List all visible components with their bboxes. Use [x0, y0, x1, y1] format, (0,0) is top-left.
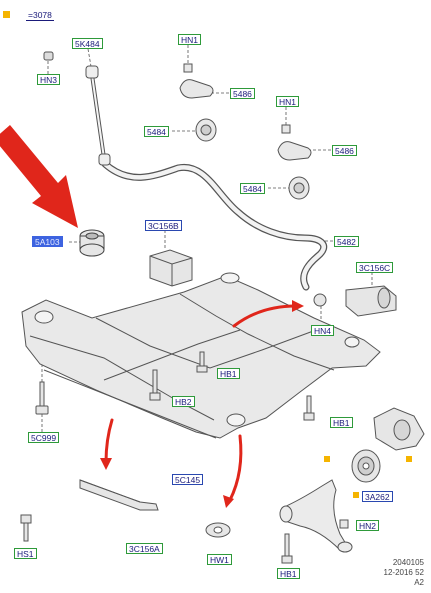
callout-5482[interactable]: 5482	[334, 236, 359, 247]
stamp-line3: A2	[414, 578, 424, 587]
bushing-3c156c	[313, 285, 397, 317]
bushing-clamp-right	[277, 124, 312, 200]
callout-5c145[interactable]: 5C145	[172, 474, 204, 485]
callout-hn1-top[interactable]: HN1	[178, 34, 202, 45]
stamp-line1: 2040105	[392, 558, 424, 567]
callout-hn1-right[interactable]: HN1	[276, 96, 300, 107]
callout-5486-b[interactable]: 5486	[332, 145, 357, 156]
callout-hs1[interactable]: HS1	[14, 548, 37, 559]
bolt-5c999	[35, 381, 49, 415]
mount-upper-right	[373, 407, 425, 451]
mount-3c156b	[149, 249, 193, 287]
nut-icon-hn3	[43, 51, 54, 61]
control-arm	[279, 479, 353, 553]
callout-5c999[interactable]: 5C999	[28, 432, 60, 443]
stabilizer-link	[85, 65, 111, 166]
bolt-hb1-bottom	[281, 533, 293, 564]
legend-marker-icon	[3, 11, 10, 18]
bolt-hs1	[20, 514, 32, 542]
stamp-line2: 12-2016 52	[383, 568, 424, 577]
callout-5484-a[interactable]: 5484	[144, 126, 169, 137]
nut-hn2	[339, 519, 349, 529]
arrow-heads	[100, 300, 304, 508]
callout-3c156c[interactable]: 3C156C	[356, 262, 394, 273]
legend-label: =3078	[26, 10, 54, 21]
pointer-arrow	[0, 125, 78, 228]
callout-hw1[interactable]: HW1	[207, 554, 232, 565]
callout-hn4[interactable]: HN4	[311, 325, 335, 336]
callout-5486-a[interactable]: 5486	[230, 88, 255, 99]
marker-icon	[324, 456, 330, 462]
callout-3c156a[interactable]: 3C156A	[126, 543, 163, 554]
bushing-3a262	[351, 449, 381, 483]
callout-hn3[interactable]: HN3	[37, 74, 61, 85]
callout-hb1-bottom[interactable]: HB1	[277, 568, 300, 579]
callout-5a103[interactable]: 5A103	[32, 236, 63, 247]
washer-hw1	[205, 522, 231, 538]
drawing-stamp: 2040105 12-2016 52 A2	[360, 558, 424, 588]
bushing-5a103	[79, 229, 105, 257]
bolt-hb2	[149, 369, 161, 401]
bushing-clamp-left	[179, 63, 217, 142]
bracket-3c156a	[79, 479, 159, 511]
callout-hb1-right[interactable]: HB1	[330, 417, 353, 428]
bolt-hb1-right	[303, 395, 315, 421]
marker-icon	[406, 456, 412, 462]
callout-hn2[interactable]: HN2	[356, 520, 380, 531]
callout-3a262[interactable]: 3A262	[362, 491, 393, 502]
callout-hb1-center[interactable]: HB1	[217, 368, 240, 379]
callout-3c156b[interactable]: 3C156B	[145, 220, 182, 231]
callout-5484-b[interactable]: 5484	[240, 183, 265, 194]
bolt-hb1-center	[196, 351, 208, 373]
callout-hb2[interactable]: HB2	[172, 396, 195, 407]
callout-5k484[interactable]: 5K484	[72, 38, 103, 49]
marker-icon	[353, 492, 359, 498]
